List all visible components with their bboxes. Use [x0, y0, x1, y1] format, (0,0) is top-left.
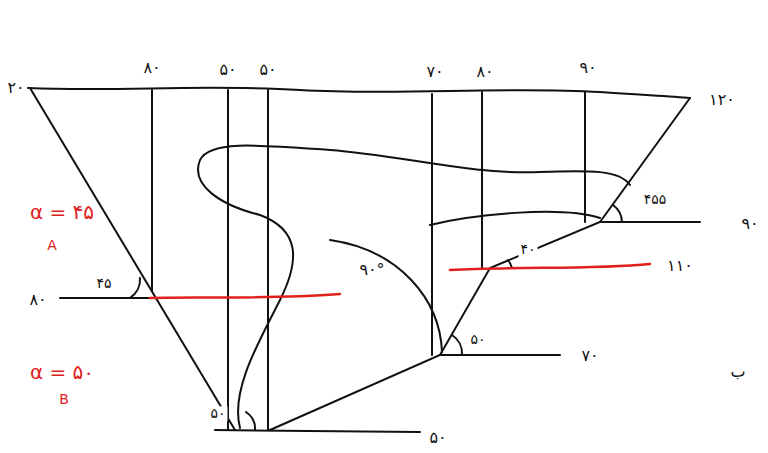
- dimension-label: ۹۰°: [357, 261, 386, 279]
- dimension-label: ۷۰: [579, 347, 600, 365]
- level-line: [215, 430, 420, 432]
- dimension-label: ۵۰: [468, 332, 487, 347]
- dimension-label: ۱۲۰: [707, 91, 737, 109]
- fold-trace: [330, 240, 442, 352]
- ground-surface: [28, 88, 690, 98]
- dimension-label: ۲۰: [5, 79, 26, 97]
- dimension-label: ب: [728, 363, 747, 381]
- dimension-label: ۵۰: [217, 61, 238, 79]
- dimension-label: ۸۰: [474, 63, 495, 81]
- right-boundary: [270, 98, 690, 430]
- fold-trace: [198, 146, 630, 428]
- angle-arc: [130, 278, 140, 298]
- vertical-line: [151, 90, 153, 291]
- vertical-line: [267, 90, 269, 430]
- angle-arc: [452, 335, 462, 355]
- vertical-line: [481, 92, 483, 268]
- level-line: [600, 221, 700, 223]
- dimension-label: ۵۰: [257, 61, 278, 79]
- dimension-label: ۹۰: [577, 59, 598, 77]
- dimension-label: ۸۰: [141, 59, 162, 77]
- dimension-label: ۵۰: [427, 429, 448, 447]
- fold-trace: [430, 212, 600, 225]
- angle-arc: [246, 412, 255, 430]
- dimension-label: α = ۵۰: [28, 361, 96, 383]
- vertical-line: [227, 90, 229, 430]
- angle-arc: [613, 205, 622, 222]
- red-horizon: [450, 264, 650, 270]
- dimension-label: ۹۰: [739, 215, 760, 233]
- dimension-label: ۷۰: [424, 63, 445, 81]
- dimension-label: B: [57, 392, 71, 407]
- dimension-label: ۴۵: [94, 276, 113, 291]
- level-line: [60, 297, 150, 299]
- dimension-label: ۸۰: [27, 291, 48, 309]
- vertical-line: [584, 92, 586, 222]
- level-line: [440, 354, 560, 356]
- dimension-label: ۴۵۵: [642, 192, 669, 207]
- dimension-label: ۱۱۰: [665, 257, 695, 275]
- dimension-label: ۴۰: [518, 242, 537, 257]
- angle-arc: [508, 260, 512, 268]
- dimension-label: ۵۰: [208, 406, 227, 421]
- dimension-label: A: [45, 238, 59, 253]
- dimension-label: α = ۴۵: [28, 201, 96, 223]
- red-horizon: [150, 294, 340, 298]
